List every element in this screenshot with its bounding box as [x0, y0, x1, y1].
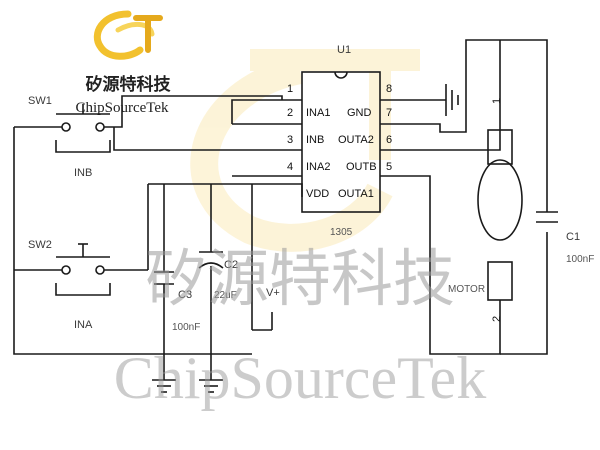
ground-symbol-ic: [445, 84, 459, 116]
ic-pin-name-vdd: VDD: [306, 188, 329, 200]
logo-cn-text: 矽源特科技: [86, 74, 172, 94]
motor-symbol: [477, 129, 523, 301]
ic-pin-name-outa1: OUTA1: [338, 188, 374, 200]
ic-pin-name-ina2: INA2: [306, 161, 330, 173]
vplus-label: V+: [266, 287, 280, 299]
c3-capacitor: [154, 271, 174, 285]
c3-value-label: 100nF: [172, 322, 200, 333]
ic-pin-name-outb: OUTB: [346, 161, 377, 173]
ic-pin-num-2: 2: [287, 107, 293, 119]
ic-pin-num-3: 3: [287, 134, 293, 146]
sw2-net-label: INA: [74, 319, 93, 331]
ic-notch: [334, 71, 348, 79]
ic-pin-num-1: 1: [287, 83, 293, 95]
c2-value-label: 22uF: [214, 290, 237, 301]
ic-ref-label: U1: [337, 44, 351, 56]
ground-symbol-c2: [199, 379, 223, 393]
c3-ref-label: C3: [178, 289, 192, 301]
c1-ref-label: C1: [566, 231, 580, 243]
ic-pin-name-outa2: OUTA2: [338, 134, 374, 146]
sw2-ref-label: SW2: [28, 239, 52, 251]
company-logo: [93, 10, 163, 60]
ic-part-label: 1305: [330, 227, 353, 238]
motor-pin1-label: 1: [491, 98, 503, 104]
watermark-en-text: ChipSourceTek: [114, 345, 486, 411]
ic-pin-num-6: 6: [386, 134, 392, 146]
c1-capacitor: [536, 211, 558, 223]
watermark-cn-text: 矽源特科技: [145, 242, 455, 315]
c1-value-label: 100nF: [566, 254, 594, 265]
ic-pin-num-5: 5: [386, 161, 392, 173]
ic-pin-leads: [185, 99, 400, 177]
ic-pin-num-7: 7: [386, 107, 392, 119]
sw1-switch: [55, 104, 111, 153]
motor-label: MOTOR: [448, 284, 485, 295]
sw2-switch: [55, 243, 111, 296]
ic-pin-name-inb: INB: [306, 134, 324, 146]
ic-body: [301, 71, 381, 213]
c2-capacitor: [198, 251, 224, 269]
sw1-net-label: INB: [74, 167, 92, 179]
sw1-ref-label: SW1: [28, 95, 52, 107]
ground-symbol-c3: [152, 379, 176, 393]
ic-pin-name-gnd: GND: [347, 107, 372, 119]
c2-ref-label: C2: [224, 259, 238, 271]
ic-pin-num-4: 4: [287, 161, 293, 173]
circuit-wires: [13, 39, 548, 380]
ic-pin-num-8: 8: [386, 83, 392, 95]
ic-pin-name-ina1: INA1: [306, 107, 330, 119]
motor-pin2-label: 2: [491, 316, 503, 322]
